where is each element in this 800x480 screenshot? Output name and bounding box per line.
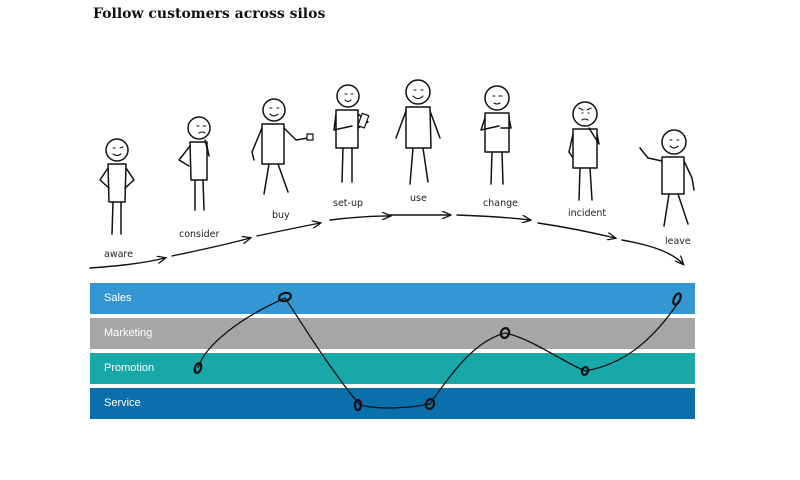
touchpoint-marker: [499, 327, 511, 339]
touchpoint-marker: [193, 362, 203, 374]
journey-curve: [197, 297, 681, 409]
silo-label-promotion: Promotion: [104, 362, 155, 374]
touchpoint-marker: [424, 398, 436, 410]
figure-use: [395, 79, 441, 185]
stage-label-buy: buy: [272, 210, 290, 221]
silo-band-marketing: [90, 318, 695, 349]
stage-label-change: change: [483, 198, 518, 209]
arrow-segment: [621, 239, 683, 264]
silo-journey-line: [193, 291, 682, 412]
silo-band-sales: [90, 283, 695, 314]
stage-label-use: use: [410, 193, 427, 204]
arrow-segment: [537, 222, 615, 238]
arrow-segment: [171, 238, 250, 257]
arrow-segment: [456, 214, 530, 220]
figure-incident: [568, 101, 600, 201]
touchpoint-marker: [580, 366, 590, 376]
stage-label-incident: incident: [568, 208, 606, 219]
arrow-segment: [89, 258, 165, 269]
journey-arrow: [89, 214, 683, 269]
silo-label-marketing: Marketing: [104, 327, 153, 339]
arrow-segment: [329, 216, 390, 221]
figure-consider: [178, 116, 211, 211]
figure-leave: [639, 129, 695, 227]
silo-label-service: Service: [104, 397, 141, 409]
stage-label-leave: leave: [665, 236, 691, 247]
page-title: Follow customers across silos: [93, 6, 326, 22]
stage-label-consider: consider: [179, 229, 220, 240]
figure-aware: [99, 138, 135, 235]
arrow-segment: [256, 223, 320, 237]
touchpoint-marker: [278, 291, 292, 303]
figure-buy: [251, 98, 314, 195]
silo-band-service: [90, 388, 695, 419]
touchpoint-marker: [353, 398, 363, 412]
figure-change: [480, 85, 512, 185]
silo-label-sales: Sales: [104, 292, 132, 304]
touchpoint-marker: [672, 292, 682, 306]
figure-set-up: [333, 84, 370, 183]
stage-label-set-up: set-up: [333, 198, 363, 209]
stage-label-aware: aware: [104, 249, 133, 260]
